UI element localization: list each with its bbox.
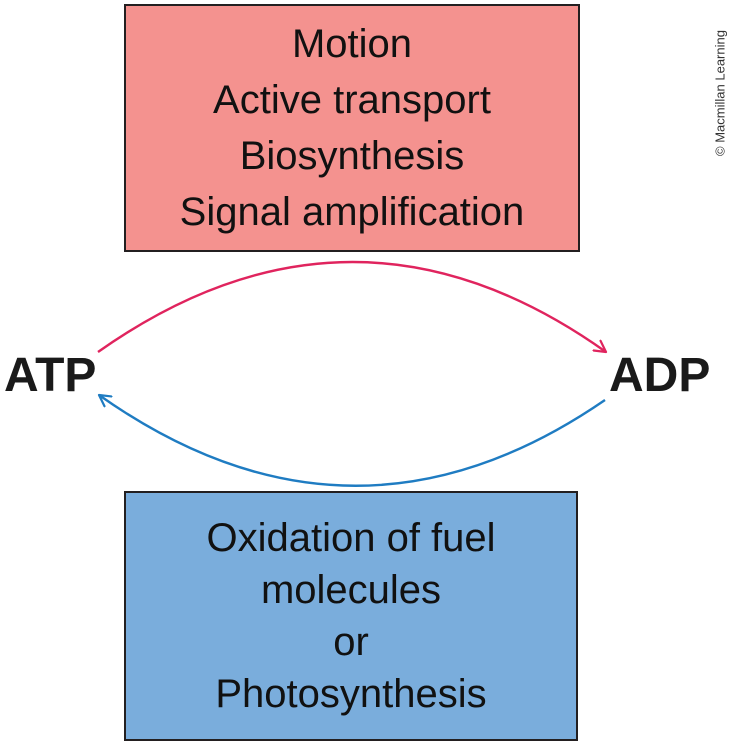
adp-label: ADP [609, 349, 711, 402]
energy-producing-processes-box: Oxidation of fuel molecules or Photosynt… [124, 491, 578, 741]
copyright-credit: © Macmillan Learning [712, 30, 728, 156]
atp-label: ATP [4, 349, 97, 402]
process-line-signal-amplification: Signal amplification [179, 190, 525, 234]
process-line-biosynthesis: Biosynthesis [239, 134, 465, 178]
process-line-motion: Motion [291, 22, 413, 66]
source-line-molecules: molecules [260, 568, 442, 612]
process-line-active-transport: Active transport [213, 78, 491, 122]
atp-to-adp-arrow [97, 260, 606, 352]
source-line-photosynthesis: Photosynthesis [215, 672, 487, 716]
source-line-oxidation: Oxidation of fuel [206, 516, 496, 560]
source-line-or: or [333, 620, 369, 664]
adp-to-atp-arrow [99, 395, 606, 487]
energy-consuming-processes-box: Motion Active transport Biosynthesis Sig… [124, 4, 580, 252]
